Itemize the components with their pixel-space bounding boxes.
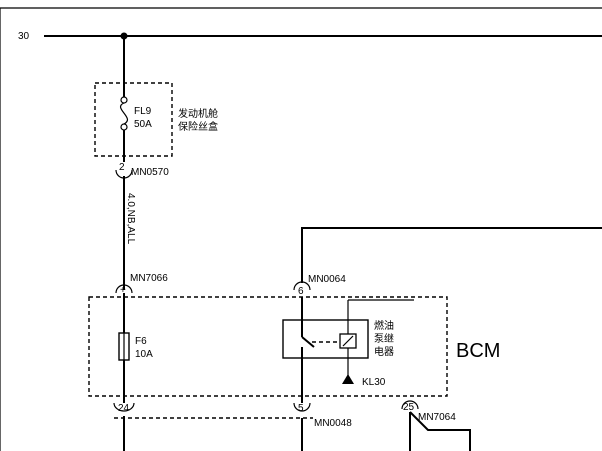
connector-mn7066-name: MN7066 (130, 273, 168, 284)
ground-label: KL30 (362, 377, 386, 388)
bcm-label: BCM (456, 340, 500, 362)
connector-pin24-icon (113, 402, 135, 412)
fuse-box-label-1: 发动机舱 (178, 107, 218, 120)
relay-label-1: 燃油 (374, 319, 394, 332)
connector-mn0064-name: MN0064 (308, 274, 346, 285)
relay-switch-arm-icon (301, 336, 315, 348)
fuse-f6-name: F6 (135, 336, 147, 347)
connector-mn0064-icon (293, 281, 311, 291)
connector-mn0048-pin: 5 (298, 403, 304, 414)
fuse-fl9-name: FL9 (134, 106, 152, 117)
relay-label-2: 泵继 (374, 332, 394, 345)
connector-mn0048-name: MN0048 (314, 418, 352, 429)
fuse-f6-rating: 10A (135, 349, 153, 360)
fuse-terminal-bottom (120, 123, 128, 131)
wire-spec-label: 4.0,NB,ALL (125, 193, 136, 245)
wire-to-pin6 (301, 227, 602, 283)
connector-mn7064-pin: 25 (403, 402, 415, 413)
bcm-box-outline (88, 296, 448, 397)
relay-coil-slash (342, 335, 354, 347)
connector-mn7066-icon (115, 284, 133, 294)
relay-label-3: 电器 (374, 345, 394, 358)
connector-mn0570-pin: 2 (119, 162, 125, 173)
connector-mn7064-icon (401, 400, 419, 410)
fuse-fl9-rating: 50A (134, 119, 152, 130)
connector-mn0570-name: MN0570 (131, 167, 169, 178)
wire-pin25-right (409, 411, 471, 451)
connector-mn7066-pin: + (120, 285, 126, 296)
bus-label: 30 (18, 31, 30, 42)
ground-triangle-icon (342, 374, 354, 384)
fuse-link-icon (120, 102, 128, 125)
fuse-terminal-top (120, 96, 128, 104)
connector-mn0048-icon (293, 402, 311, 412)
connector-mn7064-name: MN7064 (418, 412, 456, 423)
connector-pin24-pin: 24 (118, 403, 130, 414)
relay-box (282, 319, 369, 359)
fuse-box-outline (94, 82, 173, 157)
fuse-box-label-2: 保险丝盒 (178, 120, 218, 133)
connector-mn0064-pin: 6 (298, 286, 304, 297)
